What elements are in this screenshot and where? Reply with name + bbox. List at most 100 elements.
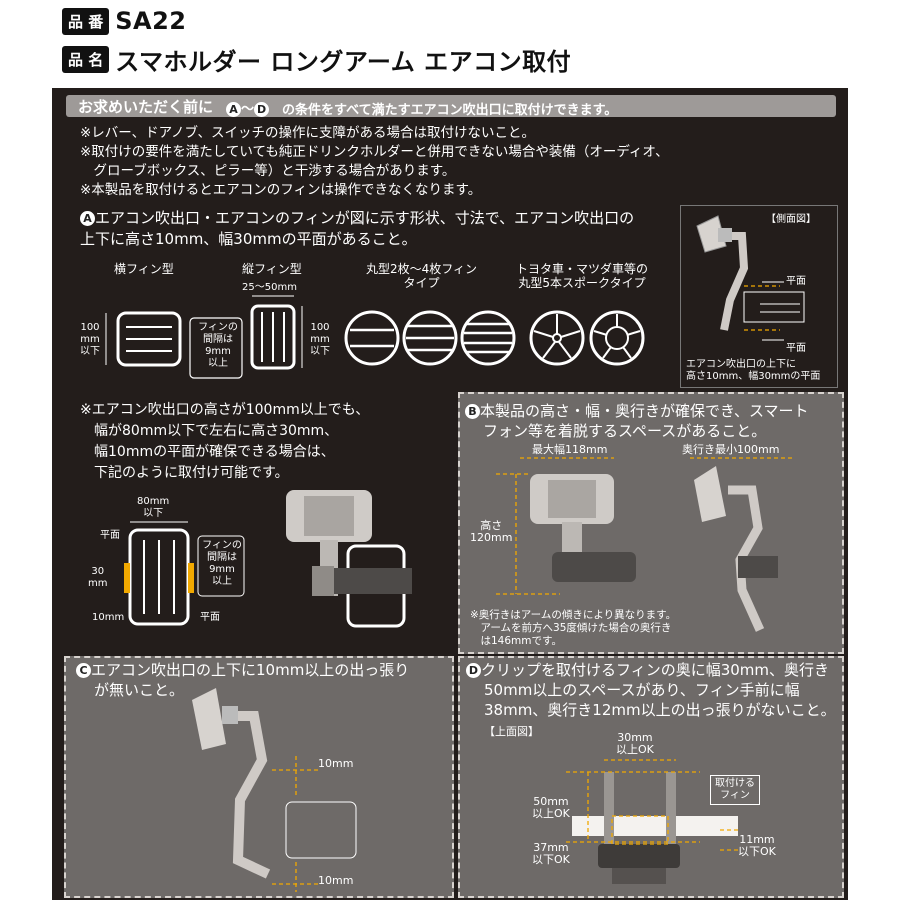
conditions-range: A〜D: [226, 98, 270, 117]
conditions-text: の条件をすべて満たすエアコン吹出口に取付けできます。: [282, 103, 618, 118]
fin-gap2-4: 以上: [212, 576, 232, 587]
section-d-line2: 50mm以上のスペースがあり、フィン手前に幅: [484, 681, 800, 699]
dim-10-label: 10mm: [92, 612, 125, 623]
fin-gap2-1: フィンの: [202, 540, 242, 551]
spoke-label-1: トヨタ車・マツダ車等の: [516, 262, 649, 276]
height-120-label: 高さ 120mm: [470, 520, 512, 544]
top-view-label: 【上面図】: [484, 725, 539, 738]
d-right-1: 11mm: [739, 833, 775, 846]
spoke-vent-1: [529, 310, 585, 366]
round-vent-2fin: [344, 310, 400, 366]
round-label-1: 丸型2枚〜4枚フィン: [366, 262, 478, 276]
type-vertical-label: 縦フィン型: [242, 262, 302, 276]
height-right-qual: 以下: [310, 346, 330, 357]
section-b-footnote: ※奥行きはアームの傾きにより異なります。 アームを前方へ35度傾けた場合の奥行き…: [470, 609, 676, 648]
d-front-label: 37mm 以下OK: [532, 842, 570, 866]
c-dim-top: 10mm: [318, 757, 354, 770]
footnote-line: アームを前方へ35度傾けた場合の奥行き: [470, 622, 672, 634]
section-b-panel: [458, 392, 844, 654]
section-c-line1: エアコン吹出口の上下に10mm以上の出っ張り: [91, 661, 410, 679]
d-width-2: 以上OK: [616, 743, 654, 756]
d-depth-2: 以上OK: [532, 807, 570, 820]
d-width-1: 30mm: [617, 731, 653, 744]
note-line: ※取付けの要件を満たしていても純正ドリンクホルダーと併用できない場合や装備（オー…: [80, 144, 669, 160]
section-a-badge: A: [80, 211, 95, 226]
type-horizontal-label: 横フィン型: [114, 262, 174, 276]
section-a-line2: 上下に高さ10mm、幅30mmの平面があること。: [80, 230, 417, 248]
fin-gap-callout: フィンの 間隔は 9mm 以上: [194, 322, 242, 370]
footnote-line: は146mmです。: [470, 635, 562, 647]
height-right-label: 100 mm 以下: [310, 322, 330, 358]
product-name-row: 品 名 スマホルダー ロングアーム エアコン取付: [62, 44, 571, 76]
d-depth-1: 50mm: [533, 795, 569, 808]
circle-a-badge: A: [226, 102, 241, 117]
round-vent-4fin: [460, 310, 516, 366]
section-a-line1: エアコン吹出口・エアコンのフィンが図に示す形状、寸法で、エアコン吹出口の: [95, 209, 635, 227]
height-30-2: mm: [88, 578, 108, 589]
d-width-label: 30mm 以上OK: [616, 732, 654, 756]
d-front-2: 以下OK: [532, 853, 570, 866]
product-code: SA22: [115, 7, 187, 35]
d-fin-label: 取付ける フィン: [710, 775, 760, 805]
height-left-qual: 以下: [80, 346, 100, 357]
height-left-unit: mm: [80, 334, 100, 345]
section-b-badge: B: [465, 404, 480, 419]
width-80-1: 80mm: [137, 496, 170, 507]
height-30-1: 30: [91, 566, 105, 577]
note-100mm-line: 幅が80mm以下で左右に高さ30mm、: [80, 423, 339, 439]
width-80-label: 80mm 以下: [137, 496, 169, 520]
height-right-value: 100: [310, 322, 330, 333]
note-line: ※レバー、ドアノブ、スイッチの操作に支障がある場合は取付けないこと。: [80, 125, 536, 141]
round-vent-3fin: [402, 310, 458, 366]
side-view-box: [680, 205, 838, 388]
circle-d-badge: D: [254, 102, 270, 117]
spoke-label-2: 丸型5本スポークタイプ: [518, 276, 646, 290]
type-round-label: 丸型2枚〜4枚フィン タイプ: [366, 262, 477, 290]
width-80-2: 以下: [143, 508, 164, 519]
section-b-line1: 本製品の高さ・幅・奥行きが確保でき、スマート: [480, 402, 809, 420]
min-depth-label: 奥行き最小100mm: [682, 443, 780, 456]
round-label-2: タイプ: [403, 276, 440, 290]
flat-left-label: 平面: [100, 530, 120, 541]
note-line: ※本製品を取付けるとエアコンのフィンは操作できなくなります。: [80, 182, 482, 198]
footnote-line: ※奥行きはアームの傾きにより異なります。: [470, 609, 677, 621]
side-view-flat-bottom: 平面: [786, 343, 806, 354]
section-b-line2: フォン等を着脱するスペースがあること。: [483, 422, 767, 440]
c-dim-bottom: 10mm: [318, 874, 354, 887]
fin-gap2-2: 間隔は: [207, 552, 237, 563]
note-100mm-line: 幅10mmの平面が確保できる場合は、: [80, 444, 335, 460]
height-left-value: 100: [80, 322, 100, 333]
notes-list: ※レバー、ドアノブ、スイッチの操作に支障がある場合は取付けないこと。 ※取付けの…: [80, 124, 820, 200]
product-name-badge: 品 名: [62, 45, 110, 73]
spoke-vent-2: [589, 310, 645, 366]
section-c-panel: [64, 656, 454, 898]
side-view-flat-top: 平面: [786, 276, 806, 287]
product-code-badge: 品 番: [62, 7, 110, 35]
vertical-dim-label: 25〜50mm: [242, 282, 297, 293]
fin-gap-callout-2: フィンの 間隔は 9mm 以上: [200, 540, 244, 588]
conditions-title: お求めいただく前に: [78, 98, 214, 116]
section-d-badge: D: [466, 663, 481, 678]
d-front-1: 37mm: [533, 841, 569, 854]
type-spoke-label: トヨタ車・マツダ車等の 丸型5本スポークタイプ: [516, 262, 648, 290]
d-fin-2: フィン: [720, 790, 750, 801]
fin-gap-4: 以上: [208, 358, 228, 369]
height-right-unit: mm: [310, 334, 330, 345]
fin-gap-2: 間隔は: [203, 334, 233, 345]
side-view-caption: エアコン吹出口の上下に 高さ10mm、幅30mmの平面: [686, 359, 820, 383]
note-100mm-line: 下記のように取付け可能です。: [80, 465, 289, 481]
section-c-badge: C: [76, 663, 91, 678]
horizontal-fin-vent: [105, 311, 182, 367]
vertical-fin-vent: [250, 295, 303, 370]
section-c-line2: が無いこと。: [94, 681, 185, 699]
fin-gap-1: フィンの: [198, 322, 238, 333]
height-120-1: 高さ: [480, 519, 503, 532]
